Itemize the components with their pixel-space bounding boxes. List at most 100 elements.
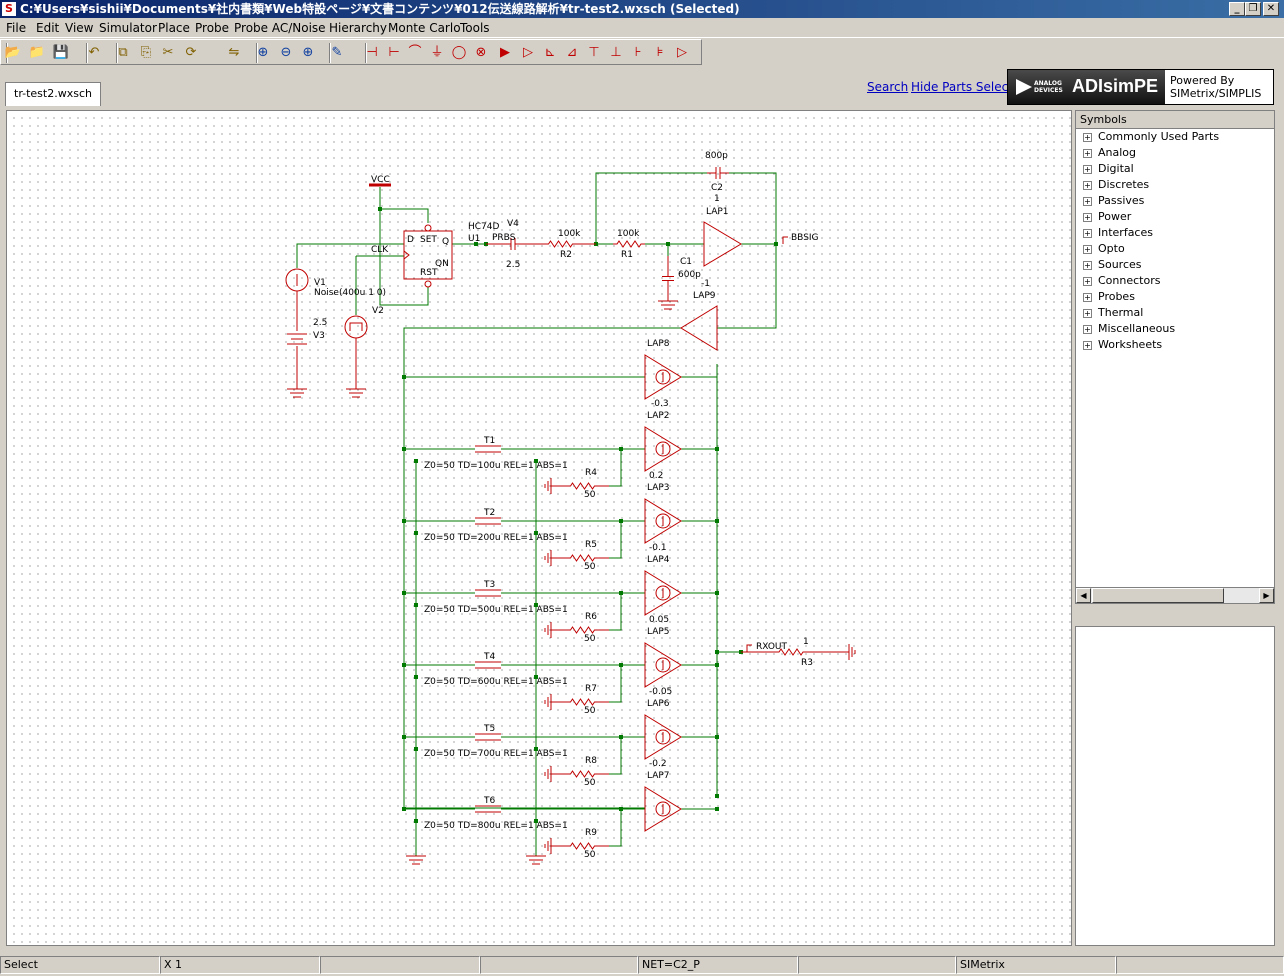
junction-dot bbox=[715, 794, 719, 798]
tline-ref: T1 bbox=[483, 436, 495, 446]
expand-plus-icon[interactable]: + bbox=[1083, 341, 1092, 350]
menu-probe[interactable]: Probe bbox=[195, 21, 230, 35]
bbsig-label: BBSIG bbox=[791, 233, 819, 243]
paste-icon[interactable]: ⎘ bbox=[140, 45, 152, 60]
expand-plus-icon[interactable]: + bbox=[1083, 277, 1092, 286]
hide-parts-selector-link[interactable]: Hide Parts Selector bbox=[911, 80, 1026, 94]
capacitor-icon[interactable]: ⊢ bbox=[388, 45, 400, 60]
menu-hierarchy[interactable]: Hierarchy bbox=[329, 21, 388, 35]
mirror-icon[interactable]: ⇋ bbox=[228, 45, 240, 60]
expand-plus-icon[interactable]: + bbox=[1083, 309, 1092, 318]
symbols-tree-item[interactable]: +Worksheets bbox=[1076, 337, 1274, 353]
toolbar-separator bbox=[365, 43, 367, 63]
term-ref: R9 bbox=[585, 828, 597, 838]
symbols-tree-item[interactable]: +Miscellaneous bbox=[1076, 321, 1274, 337]
symbols-tree-item[interactable]: +Commonly Used Parts bbox=[1076, 129, 1274, 145]
opamp-icon[interactable]: ▷ bbox=[677, 45, 687, 60]
expand-plus-icon[interactable]: + bbox=[1083, 261, 1092, 270]
jfet-icon[interactable]: ⊦ bbox=[634, 45, 642, 60]
symbols-tree-item[interactable]: +Interfaces bbox=[1076, 225, 1274, 241]
scroll-left-icon[interactable]: ◀ bbox=[1076, 588, 1091, 603]
symbols-tree: +Commonly Used Parts+Analog+Digital+Disc… bbox=[1076, 129, 1274, 353]
diode-icon[interactable]: ▶ bbox=[500, 45, 510, 60]
symbols-tree-item[interactable]: + Discretes bbox=[1076, 177, 1274, 193]
search-link[interactable]: Search bbox=[867, 80, 909, 94]
nmos-icon[interactable]: ⊤ bbox=[588, 45, 600, 60]
lap1-ref: LAP1 bbox=[706, 207, 729, 217]
term-ref: R8 bbox=[585, 756, 597, 766]
zener-icon[interactable]: ▷ bbox=[523, 45, 533, 60]
expand-plus-icon[interactable]: + bbox=[1083, 165, 1092, 174]
current-source-icon bbox=[655, 585, 671, 601]
symbols-tree-item[interactable]: +Analog bbox=[1076, 145, 1274, 161]
menu-view[interactable]: View bbox=[65, 21, 94, 35]
menu-place[interactable]: Place bbox=[158, 21, 190, 35]
current-source-icon bbox=[655, 513, 671, 529]
junction-dot bbox=[715, 807, 719, 811]
expand-plus-icon[interactable]: + bbox=[1083, 293, 1092, 302]
current-source-icon bbox=[655, 729, 671, 745]
expand-plus-icon[interactable]: + bbox=[1083, 149, 1092, 158]
expand-plus-icon[interactable]: + bbox=[1083, 197, 1092, 206]
wire-pen-icon[interactable]: ✎ bbox=[331, 45, 343, 60]
gain-amplifier-icon bbox=[644, 354, 682, 400]
cut-icon[interactable]: ✂ bbox=[162, 45, 174, 60]
menu-tools[interactable]: Tools bbox=[460, 21, 490, 35]
expand-plus-icon[interactable]: + bbox=[1083, 213, 1092, 222]
title-bar[interactable]: S C:¥Users¥sishii¥Documents¥社内書類¥Web特設ペー… bbox=[0, 0, 1284, 18]
symbols-tree-item[interactable]: +Power bbox=[1076, 209, 1274, 225]
current-source-icon bbox=[655, 801, 671, 817]
symbols-tree-item[interactable]: +Opto bbox=[1076, 241, 1274, 257]
symbols-horizontal-scrollbar[interactable]: ◀ ▶ bbox=[1075, 587, 1275, 604]
scroll-right-icon[interactable]: ▶ bbox=[1259, 588, 1274, 603]
symbols-tree-item[interactable]: +Probes bbox=[1076, 289, 1274, 305]
save-icon[interactable]: 💾 bbox=[52, 45, 70, 60]
restore-button[interactable]: ❐ bbox=[1245, 2, 1261, 16]
pnp-icon[interactable]: ⊿ bbox=[566, 45, 578, 60]
copy-icon[interactable]: ⧉ bbox=[118, 45, 128, 60]
junction-dot bbox=[715, 591, 719, 595]
zoom-in-icon[interactable]: ⊕ bbox=[302, 45, 314, 60]
pmos-icon[interactable]: ⊥ bbox=[610, 45, 622, 60]
resistor-icon[interactable]: ⊣ bbox=[366, 45, 378, 60]
probe-icon[interactable]: ⊗ bbox=[475, 45, 487, 60]
menu-probe-ac-noise[interactable]: Probe AC/Noise bbox=[234, 21, 326, 35]
open-folder-icon[interactable]: 📂 bbox=[4, 45, 22, 60]
njfet-icon[interactable]: ⊧ bbox=[656, 45, 664, 60]
close-button[interactable]: ✕ bbox=[1263, 2, 1279, 16]
ground-icon[interactable]: ⏚ bbox=[430, 45, 444, 60]
menu-monte-carlo[interactable]: Monte Carlo bbox=[388, 21, 461, 35]
symbols-tree-item[interactable]: +Thermal bbox=[1076, 305, 1274, 321]
undo-icon[interactable]: ↶ bbox=[88, 45, 100, 60]
scrollbar-thumb[interactable] bbox=[1092, 588, 1224, 603]
menu-simulator[interactable]: Simulator bbox=[99, 21, 157, 35]
menu-file[interactable]: File bbox=[6, 21, 27, 35]
symbols-tree-item[interactable]: +Passives bbox=[1076, 193, 1274, 209]
symbol-preview-panel bbox=[1075, 626, 1275, 946]
symbols-tree-item[interactable]: +Digital bbox=[1076, 161, 1274, 177]
minimize-button[interactable]: _ bbox=[1229, 2, 1245, 16]
expand-plus-icon[interactable]: + bbox=[1083, 181, 1092, 190]
zoom-box-icon[interactable]: ⊕ bbox=[257, 45, 269, 60]
symbols-tree-item[interactable]: +Connectors bbox=[1076, 273, 1274, 289]
zoom-out-icon[interactable]: ⊖ bbox=[280, 45, 292, 60]
set-inversion-icon bbox=[424, 224, 432, 232]
expand-plus-icon[interactable]: + bbox=[1083, 325, 1092, 334]
expand-plus-icon[interactable]: + bbox=[1083, 133, 1092, 142]
logo-powered-by: Powered By SIMetrix/SIMPLIS bbox=[1170, 74, 1261, 100]
v2-ref: V2 bbox=[372, 306, 384, 316]
rotate-icon[interactable]: ⟳ bbox=[185, 45, 197, 60]
expand-plus-icon[interactable]: + bbox=[1083, 245, 1092, 254]
symbols-tree-item[interactable]: +Sources bbox=[1076, 257, 1274, 273]
current-source-icon bbox=[655, 657, 671, 673]
menu-edit[interactable]: Edit bbox=[36, 21, 60, 35]
open-icon[interactable]: 📁 bbox=[28, 45, 46, 60]
symbols-tree-item-label: Discretes bbox=[1098, 178, 1150, 191]
inductor-icon[interactable]: ⌒ bbox=[408, 45, 422, 60]
tab-schematic[interactable]: tr-test2.wxsch bbox=[5, 82, 101, 106]
source-icon[interactable]: ◯ bbox=[451, 45, 467, 60]
npn-icon[interactable]: ⊾ bbox=[544, 45, 556, 60]
expand-plus-icon[interactable]: + bbox=[1083, 229, 1092, 238]
